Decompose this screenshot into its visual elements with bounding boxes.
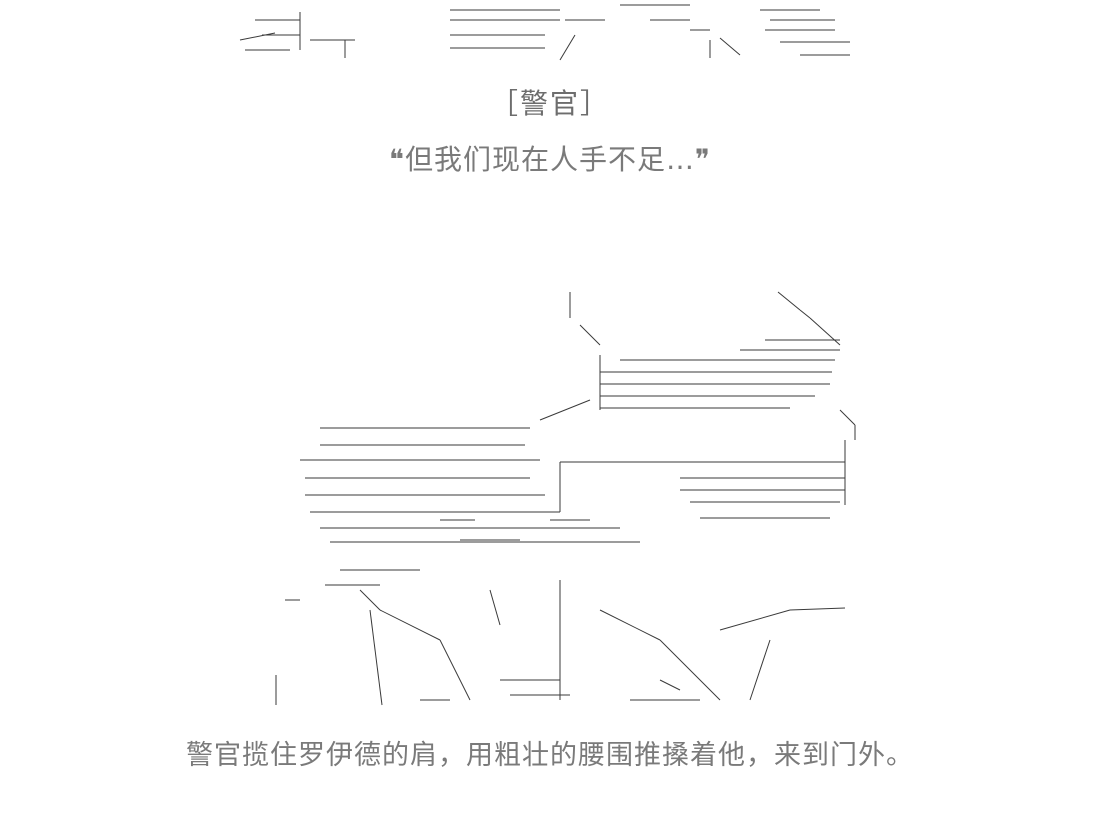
top-ascii-art-fragment [239,4,850,61]
dialogue-line: ❝但我们现在人手不足…❞ [388,143,712,176]
speaker-label: ［警官］ [489,87,610,120]
narration-caption: 警官揽住罗伊德的肩，用粗壮的腰围推搡着他，来到门外。 [186,740,914,771]
officer-ascii-figure [275,291,856,706]
